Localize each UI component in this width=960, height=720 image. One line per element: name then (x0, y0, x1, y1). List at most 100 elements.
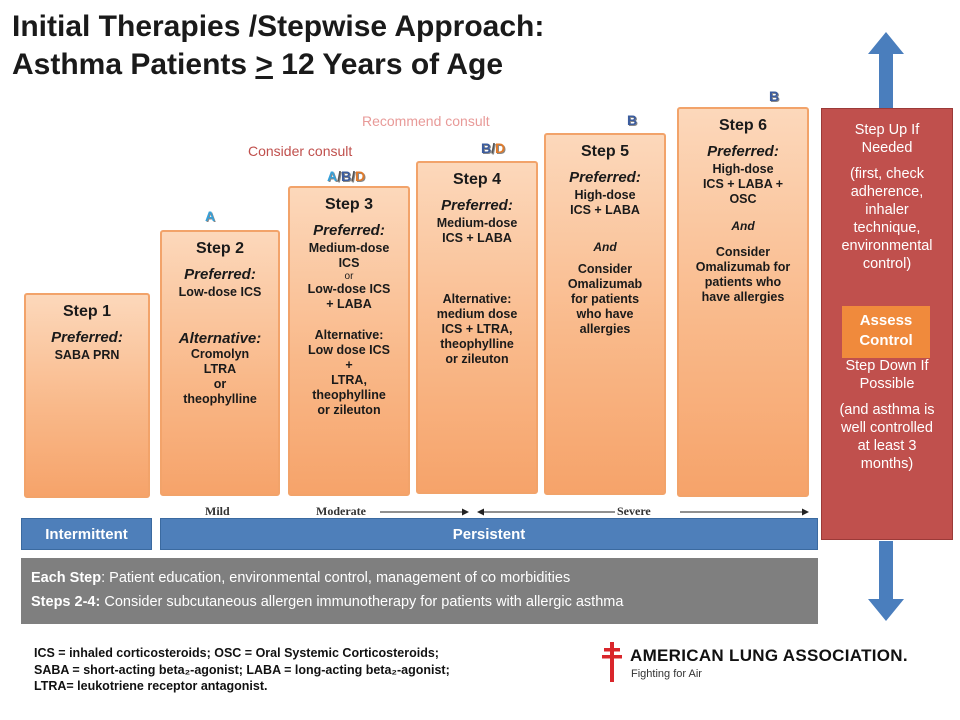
step-5-pref-line: High-dose (574, 188, 636, 202)
step-up-line: control) (862, 256, 912, 272)
severity-arrows (380, 508, 809, 516)
title-line-2: Asthma Patients > 12 Years of Age (12, 46, 544, 84)
step-5-consider-line: who have (576, 307, 634, 321)
step-3-alternative-label: Alternative: (314, 328, 384, 342)
steps-2-4-text: Consider subcutaneous allergen immunothe… (100, 594, 624, 610)
step-6-pref-line: OSC (729, 192, 757, 206)
step-5-consider-line: Consider (577, 262, 633, 276)
step-3-pref-line: Medium-dose (308, 241, 390, 255)
step-5-name: Step 5 (580, 143, 629, 160)
footnote-line: LTRA= leukotriene receptor antagonist. (34, 679, 268, 693)
step-4-name: Step 4 (452, 171, 501, 188)
step-up-line: adherence, (850, 184, 924, 200)
step-4-alt-line: ICS + LTRA, (441, 322, 513, 336)
assess-line: Control (859, 332, 913, 349)
step-6-and: And (731, 219, 755, 233)
step-up-line: technique, (853, 220, 921, 236)
step-up-line: Step Up If (854, 122, 920, 138)
category-b: B (769, 88, 780, 104)
step-6-consider-line: Consider (715, 245, 771, 259)
step-3-pref-line: + LABA (326, 297, 372, 311)
step-2-preferred-text: Low-dose ICS (178, 285, 262, 299)
step-up-line: (first, check (849, 166, 925, 182)
severity-moderate-label: Moderate (316, 504, 366, 518)
step-5-consider-line: Omalizumab (567, 277, 643, 291)
intermittent-bar: Intermittent (21, 518, 152, 550)
step-6-pref-line: High-dose (712, 162, 774, 176)
step-down-line: Step Down If (845, 358, 929, 374)
double-cross-icon (602, 642, 622, 682)
category-a: A (327, 168, 338, 184)
each-step-line: Each Step: Patient education, environmen… (31, 566, 808, 590)
persistent-bar: Persistent (160, 518, 818, 550)
step-3-alt-line: Low dose ICS (308, 343, 390, 357)
step-up-line: environmental (841, 238, 933, 254)
step-up-arrow-icon (868, 32, 904, 112)
title-gte-sign: > (255, 48, 273, 81)
step-6-pref-line: ICS + LABA + (702, 177, 784, 191)
step-6-consider-line: have allergies (701, 290, 785, 304)
step-5-consider-line: allergies (579, 322, 631, 336)
step-1-preferred-label: Preferred: (51, 329, 123, 346)
step3-categories: A/B/D (327, 168, 365, 184)
assess-control-box: Assess Control (842, 306, 930, 358)
step-4-pref-line: Medium-dose (436, 216, 518, 230)
logo-wordmark: AMERICAN LUNG ASSOCIATION. (630, 646, 908, 665)
step-up-line: inhaler (865, 202, 909, 218)
step-5-pref-line: ICS + LABA (570, 203, 640, 217)
step-5-consider-line: for patients (570, 292, 640, 306)
step-down-arrow-icon (868, 541, 904, 621)
page-title: Initial Therapies /Stepwise Approach: As… (12, 8, 544, 84)
footnote-line: SABA = short-acting beta₂-agonist; LABA … (34, 662, 450, 677)
step-down-line: months) (860, 456, 914, 472)
step-3-pref-line: Low-dose ICS (307, 282, 391, 296)
step-down-line: well controlled (841, 420, 933, 436)
severity-severe-label: Severe (617, 504, 651, 518)
step-6-consider-line: Omalizumab for (695, 260, 791, 274)
category-d: D (355, 168, 366, 184)
title-line-2-pre: Asthma Patients (12, 48, 256, 81)
category-b: B (341, 168, 352, 184)
category-separator: / (337, 168, 342, 184)
category-separator: / (351, 168, 356, 184)
footnote-line: ICS = inhaled corticosteroids; OSC = Ora… (34, 646, 439, 660)
abbreviations-footnote: ICS = inhaled corticosteroids; OSC = Ora… (34, 645, 450, 695)
title-line-2-post: 12 Years of Age (272, 48, 504, 81)
severity-mild-label: Mild (205, 504, 230, 518)
recommend-consult-label: Recommend consult (362, 113, 490, 129)
step4-categories: B/D (481, 140, 505, 156)
category-separator: / (491, 140, 496, 156)
step-6-preferred-label: Preferred: (707, 143, 779, 160)
step-4-preferred-label: Preferred: (441, 197, 513, 214)
step-3-or: or (344, 271, 354, 282)
step6-categories: B (769, 88, 779, 104)
category-a: A (205, 208, 216, 224)
consider-consult-label: Consider consult (248, 143, 353, 159)
category-d: D (495, 140, 506, 156)
step-1-name: Step 1 (62, 303, 111, 320)
step-4-alt-line: theophylline (440, 337, 514, 351)
step-4-alt-line: medium dose (436, 307, 518, 321)
step-3-name: Step 3 (324, 196, 373, 213)
step-4-box: Step 4 Preferred: Medium-dose ICS + LABA… (416, 161, 538, 494)
step-6-box: Step 6 Preferred: High-dose ICS + LABA +… (677, 107, 809, 497)
step-5-and: And (593, 240, 617, 254)
step-2-alternative-label: Alternative: (178, 330, 262, 347)
step-2-alt-line: theophylline (183, 392, 257, 406)
step-down-line: at least 3 (857, 438, 917, 454)
category-b: B (627, 112, 638, 128)
step-4-alternative-label: Alternative: (442, 292, 512, 306)
step-2-alt-line: Cromolyn (190, 347, 250, 361)
step-3-alt-line: theophylline (312, 388, 386, 402)
step-down-line: (and asthma is (839, 402, 935, 418)
step5-categories: B (627, 112, 637, 128)
each-step-text: : Patient education, environmental contr… (101, 570, 571, 586)
step-2-preferred-label: Preferred: (184, 266, 256, 283)
step-4-pref-line: ICS + LABA (442, 231, 512, 245)
step2-categories: A (205, 208, 215, 224)
each-step-label: Each Step (31, 570, 102, 586)
step-4-alt-line: or zileuton (445, 352, 509, 366)
step-2-name: Step 2 (195, 240, 244, 257)
step-3-box: Step 3 Preferred: Medium-dose ICS or Low… (288, 186, 410, 496)
step-3-preferred-label: Preferred: (313, 222, 385, 239)
